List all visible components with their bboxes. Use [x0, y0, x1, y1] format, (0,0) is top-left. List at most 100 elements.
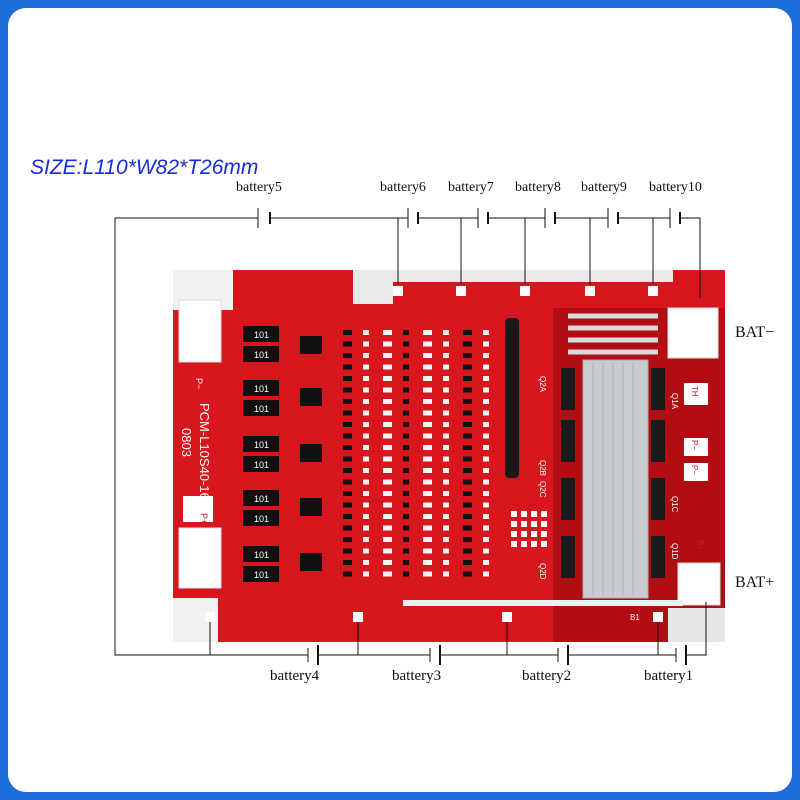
smd-part [403, 514, 409, 519]
svg-text:B9: B9 [661, 286, 670, 296]
smd-part [483, 445, 489, 450]
wiring-diagram: P− P+ PCM-L10S40-167 0803 101 101 101 10… [114, 208, 725, 665]
image-frame: SIZE:L110*W82*T26mm battery5 battery6 ba… [8, 8, 792, 792]
smd-part [463, 364, 472, 370]
svg-text:B7: B7 [533, 286, 542, 296]
smd-part [383, 525, 392, 531]
smd-part [343, 422, 352, 427]
smd-part [443, 410, 449, 416]
smd-part [463, 410, 472, 416]
smd-part [363, 422, 369, 427]
svg-text:B3: B3 [367, 612, 376, 622]
smd-part [463, 330, 472, 335]
smd-part [383, 341, 392, 347]
smd-part [383, 502, 392, 508]
smd-part [403, 387, 409, 393]
smd-part [343, 353, 352, 358]
smd-part [483, 525, 489, 531]
smd-part [483, 330, 489, 335]
svg-text:Q1C: Q1C [670, 496, 679, 513]
smd-part [423, 364, 432, 370]
top-strip-ext [353, 282, 393, 304]
smd-part [343, 341, 352, 347]
resistor-6-text: 101 [254, 460, 269, 470]
smd-part [383, 491, 392, 496]
battery5-label: battery5 [236, 180, 282, 195]
smd-part [403, 353, 409, 358]
smd-part [443, 422, 449, 427]
smd-part [443, 376, 449, 381]
battery10-label: battery10 [649, 180, 702, 195]
p-minus-left-text: P− [194, 378, 204, 389]
bat-plus-label: BAT+ [735, 574, 775, 591]
smd-part [383, 422, 392, 427]
smd-part [463, 560, 472, 565]
resistor-10-text: 101 [254, 570, 269, 580]
smd-part [483, 364, 489, 370]
smd-part [343, 433, 352, 439]
smd-part [363, 502, 369, 508]
smd-part [443, 364, 449, 370]
pad-p-plus-left [178, 527, 222, 589]
svg-text:B+: B+ [696, 540, 705, 550]
smd-part [403, 537, 409, 542]
svg-text:TH: TH [690, 386, 699, 397]
smd-part [363, 548, 369, 554]
smd-part [443, 479, 449, 485]
test-points [511, 511, 547, 547]
smd-part [423, 433, 432, 439]
smd-part [403, 399, 409, 404]
battery6-label: battery6 [380, 180, 426, 195]
svg-text:Q1D: Q1D [670, 543, 679, 560]
smd-part [383, 353, 392, 358]
smd-part [463, 376, 472, 381]
smd-part [423, 376, 432, 381]
smd-component-grid [343, 330, 489, 577]
wire-lines [114, 208, 707, 665]
smd-part [403, 560, 409, 565]
smd-part [343, 330, 352, 335]
smd-part [423, 468, 432, 473]
smd-part [483, 514, 489, 519]
smd-part [423, 399, 432, 404]
smd-part [443, 399, 449, 404]
smd-part [383, 445, 392, 450]
smd-part [443, 491, 449, 496]
svg-text:B−: B− [696, 296, 705, 306]
smd-part [403, 433, 409, 439]
smd-part [443, 353, 449, 358]
smd-part [343, 502, 352, 508]
smd-part [423, 422, 432, 427]
smd-part [403, 410, 409, 416]
resistor-4-text: 101 [254, 404, 269, 414]
smd-part [483, 560, 489, 565]
smd-part [483, 422, 489, 427]
pad-p-minus-left [178, 299, 222, 363]
ic-column [300, 336, 322, 571]
smd-part [483, 341, 489, 347]
smd-part [383, 548, 392, 554]
smd-part [423, 330, 432, 335]
smd-part [423, 479, 432, 485]
smd-part [483, 399, 489, 404]
battery8-label: battery8 [515, 180, 561, 195]
smd-part [403, 445, 409, 450]
smd-part [443, 571, 449, 577]
smd-part [383, 376, 392, 381]
smd-part [363, 364, 369, 370]
smd-part [423, 537, 432, 542]
smd-part [363, 491, 369, 496]
p-plus-left-text: P+ [199, 513, 209, 524]
svg-text:Q2C: Q2C [538, 481, 547, 498]
heatsink [582, 359, 649, 599]
smd-part [443, 514, 449, 519]
smd-part [423, 491, 432, 496]
smd-part [423, 341, 432, 347]
smd-part [363, 330, 369, 335]
smd-part [483, 502, 489, 508]
smd-part [343, 525, 352, 531]
smd-part [383, 387, 392, 393]
smd-part [443, 548, 449, 554]
model-text: PCM-L10S40-167 [197, 403, 212, 507]
smd-part [363, 341, 369, 347]
